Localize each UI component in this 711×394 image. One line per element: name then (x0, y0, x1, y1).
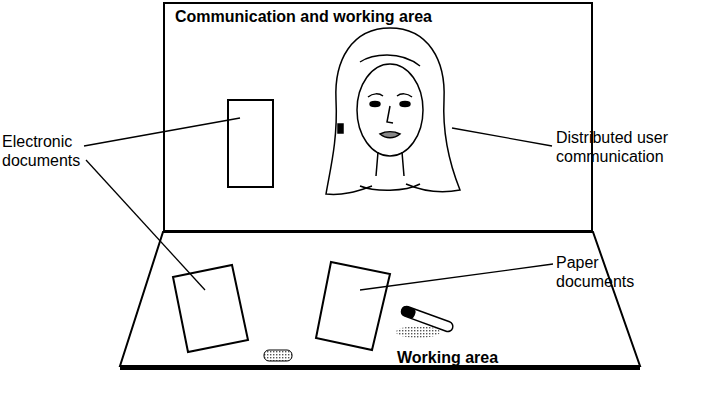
trapezoid-outline (120, 232, 640, 370)
pen-cap (400, 305, 417, 319)
paper-document (316, 262, 390, 350)
desk-outline (120, 232, 640, 366)
area-title: Communication and working area (175, 7, 432, 26)
collar (360, 184, 420, 190)
lips (380, 132, 400, 138)
eye (370, 102, 380, 107)
leader-line (360, 264, 553, 290)
callout-label: Paper documents (556, 253, 656, 291)
leader-line (86, 160, 205, 290)
electronic-document (228, 100, 273, 187)
leader-line (452, 128, 552, 146)
callout-label: Distributed user communication (556, 128, 708, 166)
eraser (264, 350, 292, 361)
nose (387, 106, 393, 123)
pen-body (400, 305, 454, 333)
eye (400, 102, 410, 107)
face (357, 64, 423, 156)
callout-label: Electronic documents (2, 132, 86, 170)
desk-document (173, 265, 248, 352)
pen (400, 305, 454, 333)
area-label: Working area (397, 348, 498, 367)
earring (338, 124, 343, 133)
eyebrows (368, 94, 412, 97)
desk-edge (120, 365, 640, 370)
desk-area: Working area (120, 232, 640, 370)
leader-line (84, 118, 240, 146)
pen-shadow (396, 326, 440, 338)
neck (376, 152, 404, 176)
screen-area: Communication and working area (163, 2, 593, 232)
woman-portrait (326, 28, 460, 194)
